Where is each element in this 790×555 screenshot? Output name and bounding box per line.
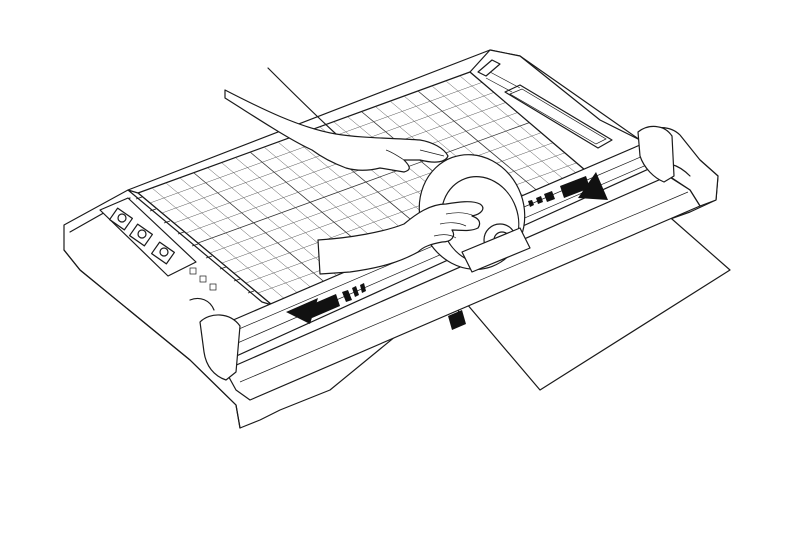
paper-guide-arrow-icon <box>448 310 466 330</box>
blade-tray <box>99 197 217 311</box>
ruler-ticks <box>135 196 255 294</box>
hand-left <box>224 67 449 173</box>
hand-right <box>317 201 484 275</box>
cutter-top-right <box>469 49 641 171</box>
arrow-left-icon <box>286 283 366 324</box>
direction-arrows <box>286 172 608 330</box>
arrow-right-icon <box>528 172 608 207</box>
